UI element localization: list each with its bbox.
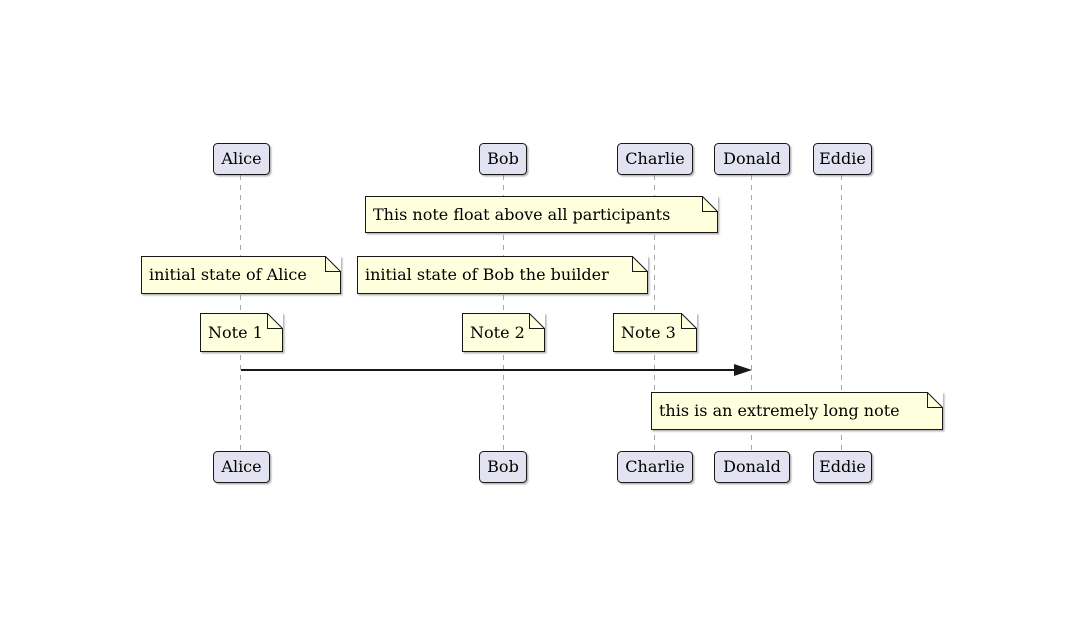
lifeline-eddie [841,175,842,451]
participant-bob-bottom: Bob [479,451,527,483]
note-2: Note 2 [462,313,545,352]
participant-label: Donald [723,457,781,476]
note-fold-icon [325,256,341,272]
arrow-head-icon [734,364,752,376]
note-text: initial state of Bob the builder [365,265,609,284]
note-initial-bob: initial state of Bob the builder [357,256,648,294]
note-text: Note 2 [470,322,525,342]
note-3: Note 3 [613,313,697,352]
note-1: Note 1 [200,313,283,352]
note-fold-icon [529,313,545,329]
arrow-line [241,369,737,371]
note-extremely-long: this is an extremely long note [651,392,943,430]
note-fold-icon [681,313,697,329]
participant-alice-bottom: Alice [213,451,270,483]
participant-label: Charlie [625,457,685,476]
participant-label: Donald [723,149,781,168]
note-text: This note float above all participants [373,204,671,224]
note-fold-icon [702,196,718,212]
participant-eddie-top: Eddie [813,143,872,175]
note-text: initial state of Alice [149,265,307,284]
note-fold-icon [267,313,283,329]
participant-charlie-top: Charlie [617,143,693,175]
note-initial-alice: initial state of Alice [141,256,341,294]
note-float-above: This note float above all participants [365,196,718,233]
participant-label: Eddie [819,457,866,476]
participant-alice-top: Alice [213,143,270,175]
participant-label: Alice [221,457,262,476]
participant-donald-bottom: Donald [714,451,790,483]
participant-label: Eddie [819,149,866,168]
note-fold-icon [927,392,943,408]
participant-eddie-bottom: Eddie [813,451,872,483]
participant-bob-top: Bob [479,143,527,175]
participant-label: Bob [487,457,519,476]
note-text: this is an extremely long note [659,401,900,420]
note-text: Note 3 [621,322,676,342]
participant-label: Alice [221,149,262,168]
note-fold-icon [632,256,648,272]
participant-charlie-bottom: Charlie [617,451,693,483]
participant-donald-top: Donald [714,143,790,175]
note-text: Note 1 [208,322,263,342]
lifeline-donald [751,175,752,451]
participant-label: Charlie [625,149,685,168]
participant-label: Bob [487,149,519,168]
